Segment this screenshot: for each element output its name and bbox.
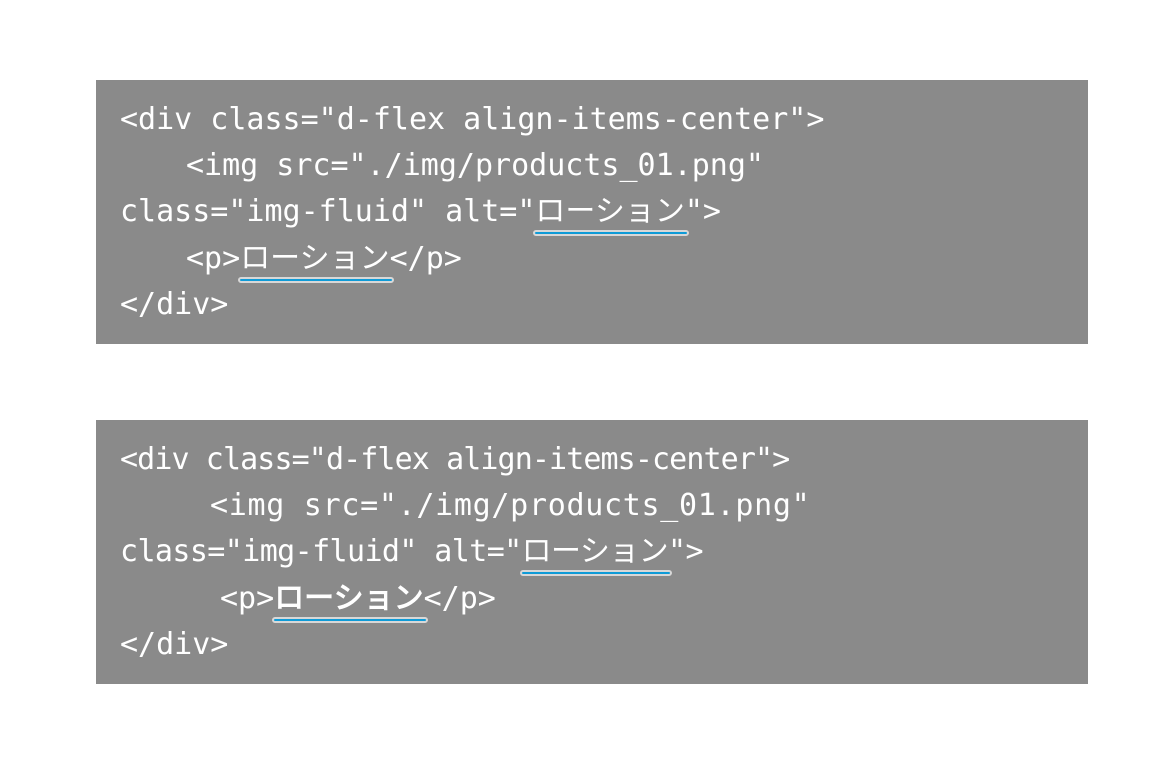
code-text: <div class="d-flex align-items-center"> [120,102,825,137]
code-line-p: <p>ローション</p> [220,581,496,623]
code-text: <div class="d-flex align-items-center"> [120,442,790,477]
code-line-p: <p>ローション</p> [186,241,462,283]
code-line-class-alt: class="img-fluid" alt="ローション"> [120,194,721,236]
code-line-div-open: <div class="d-flex align-items-center"> [120,442,790,478]
p-text-highlight: ローション [238,241,395,283]
code-text: class="img-fluid" alt=" [120,534,522,569]
alt-text-highlight: ローション [533,194,690,236]
code-line-img: <img src="./img/products_01.png" [210,488,810,524]
code-text: class="img-fluid" alt=" [120,194,536,229]
code-line-class-alt: class="img-fluid" alt="ローション"> [120,534,704,576]
code-text: <p> [186,241,241,276]
code-text: </div> [120,287,229,322]
alt-text-highlight: ローション [519,534,673,576]
code-text: <img src="./img/products_01.png" [186,148,764,183]
code-block-after: <div class="d-flex align-items-center"> … [96,420,1088,684]
code-text: <p> [220,581,275,616]
code-text: </p> [389,241,462,276]
code-block-before: <div class="d-flex align-items-center"> … [96,80,1088,344]
code-text: </p> [423,581,496,616]
code-text: <img src="./img/products_01.png" [210,488,811,523]
code-text: "> [684,194,721,229]
code-text: </div> [120,627,229,662]
p-text-highlight-bold: ローション [272,581,429,623]
code-line-div-close: </div> [120,627,228,663]
code-line-div-close: </div> [120,287,228,323]
code-line-img: <img src="./img/products_01.png" [186,148,764,184]
code-line-div-open: <div class="d-flex align-items-center"> [120,102,824,138]
code-text: "> [668,534,704,569]
